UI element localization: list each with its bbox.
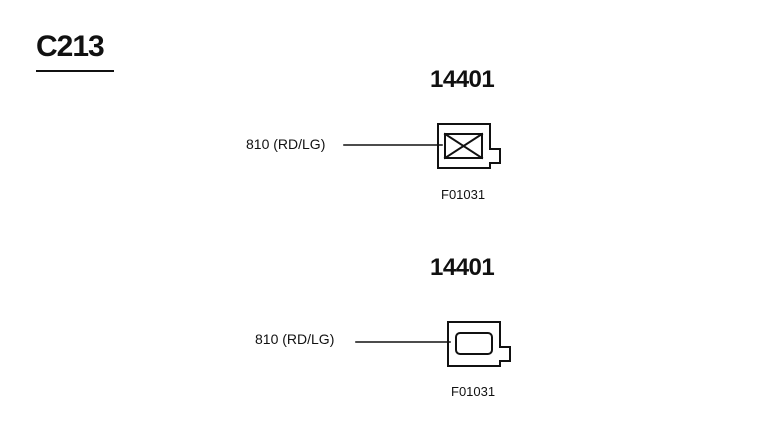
figure-code-bottom: F01031	[451, 384, 496, 399]
figure-code-top: F01031	[441, 187, 486, 202]
connector-title: C213	[36, 30, 105, 63]
rounded-rect-icon	[455, 332, 493, 355]
connector-housing-top	[437, 123, 501, 169]
part-number-top: 14401	[430, 66, 495, 93]
wire-label-bottom: 810 (RD/LG)	[255, 331, 335, 347]
wire-label-top: 810 (RD/LG)	[246, 136, 326, 152]
connector-housing-bottom	[447, 321, 511, 367]
title-underline	[36, 70, 114, 72]
x-box-icon	[443, 132, 484, 160]
part-number-bottom: 14401	[430, 254, 495, 281]
